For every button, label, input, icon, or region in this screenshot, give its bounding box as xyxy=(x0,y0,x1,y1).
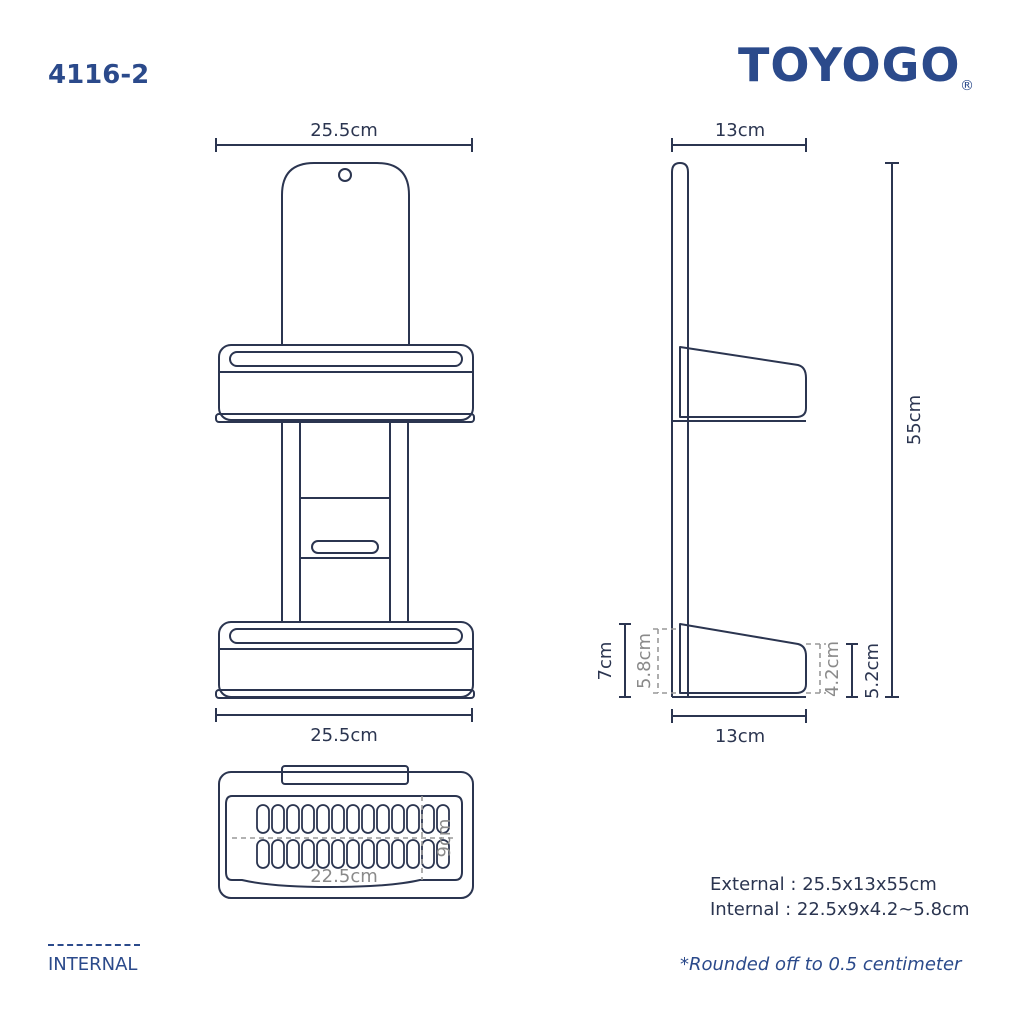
registered-mark: ® xyxy=(960,78,974,94)
front-view xyxy=(215,138,475,722)
inner-width-label: 22.5cm xyxy=(310,866,378,887)
outer-front-height-label: 5.2cm xyxy=(862,643,883,699)
external-spec: External : 25.5x13x55cm xyxy=(710,874,937,895)
back-panel xyxy=(281,162,410,345)
side-upper-shelf xyxy=(679,346,807,418)
lower-shelf xyxy=(218,621,474,698)
side-lower-shelf xyxy=(679,623,807,694)
model-number: 4116-2 xyxy=(48,60,150,90)
internal-legend-label: INTERNAL xyxy=(48,954,138,975)
inner-depth-label: 9cm xyxy=(434,819,455,858)
internal-dimension-lines xyxy=(232,628,826,880)
top-view-outline xyxy=(218,771,474,899)
top-view-basin xyxy=(225,795,463,888)
rounding-footnote: *Rounded off to 0.5 centimeter xyxy=(680,954,962,975)
inner-front-height-label: 4.2cm xyxy=(822,641,843,697)
top-view xyxy=(218,765,474,899)
inner-back-height-label: 5.8cm xyxy=(634,633,655,689)
height-label: 55cm xyxy=(904,395,925,445)
internal-legend-dash xyxy=(48,944,140,946)
outer-back-height-label: 7cm xyxy=(595,642,616,681)
side-top-depth-label: 13cm xyxy=(715,120,765,141)
brand-logo: TOYOGO xyxy=(738,38,961,92)
soap-slot xyxy=(311,540,379,554)
left-post xyxy=(281,421,301,623)
side-view xyxy=(619,138,899,723)
upper-shelf xyxy=(218,344,474,421)
internal-spec: Internal : 22.5x9x4.2~5.8cm xyxy=(710,899,970,920)
side-bottom-depth-label: 13cm xyxy=(715,726,765,747)
right-post xyxy=(389,421,409,623)
hanging-hole xyxy=(338,168,352,182)
front-bottom-width-label: 25.5cm xyxy=(310,725,378,746)
side-back-rail xyxy=(671,162,689,697)
front-top-width-label: 25.5cm xyxy=(310,120,378,141)
